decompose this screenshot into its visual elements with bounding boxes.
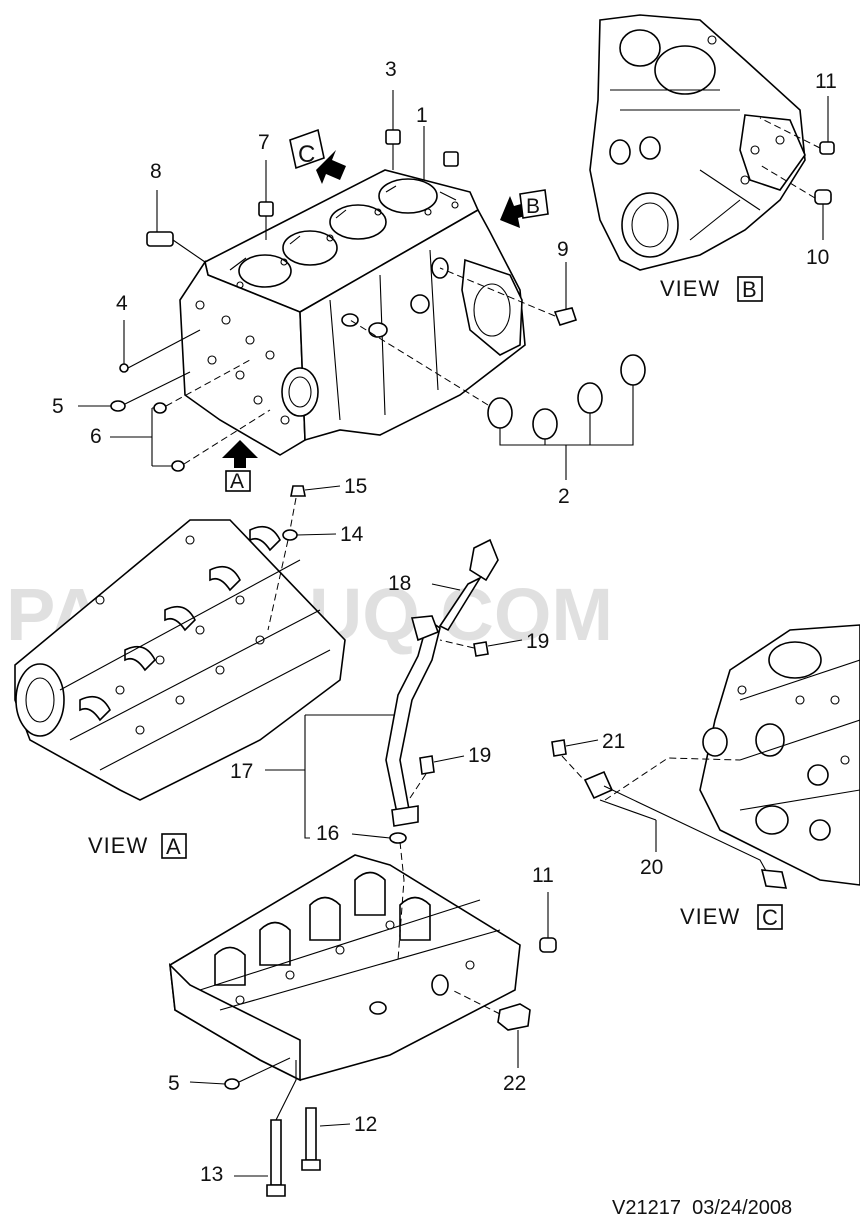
reference-code: V21217 03/24/2008 xyxy=(612,1197,792,1219)
plugs-6 xyxy=(110,359,271,472)
callout-17: 17 xyxy=(230,760,253,783)
view-a-title: VIEW xyxy=(88,833,148,858)
view-b-letter: B xyxy=(742,277,758,302)
plug-5-top xyxy=(78,371,191,412)
callout-14: 14 xyxy=(340,523,364,546)
callout-20: 20 xyxy=(640,856,663,879)
callout-8: 8 xyxy=(150,160,162,183)
callout-22: 22 xyxy=(503,1072,526,1095)
callout-11-bottom: 11 xyxy=(532,864,554,887)
view-a-letter: A xyxy=(166,834,182,859)
callout-3: 3 xyxy=(385,58,397,81)
callout-4: 4 xyxy=(116,292,128,315)
callout-7: 7 xyxy=(258,131,270,154)
dipstick-assembly xyxy=(265,538,523,844)
view-c-title: VIEW xyxy=(680,904,740,929)
view-a-detail xyxy=(14,485,346,801)
view-b-letter-box xyxy=(737,276,763,302)
callout-5-top: 5 xyxy=(52,395,64,418)
callout-10: 10 xyxy=(806,246,829,269)
callout-11-top: 11 xyxy=(815,70,837,93)
plug-8 xyxy=(146,190,206,263)
callout-15: 15 xyxy=(344,475,367,498)
dowel-pin-3 xyxy=(385,90,401,170)
view-c-letter: C xyxy=(762,905,779,930)
view-c-letter-box xyxy=(757,904,783,930)
view-direction-arrow-icon xyxy=(222,128,549,492)
dowel-pin-7 xyxy=(258,160,274,240)
callout-18: 18 xyxy=(388,572,411,595)
arrow-c-label: C xyxy=(298,141,315,168)
view-c-detail xyxy=(551,624,860,889)
arrow-a-label: A xyxy=(230,470,244,493)
view-b-title: VIEW xyxy=(660,276,720,301)
callout-16: 16 xyxy=(316,822,339,845)
crankcase-bedplate xyxy=(168,841,557,1197)
callout-2: 2 xyxy=(558,485,570,508)
expansion-plugs-2 xyxy=(349,319,646,480)
callout-1: 1 xyxy=(416,104,428,127)
callout-12: 12 xyxy=(354,1113,377,1136)
arrow-b-label: B xyxy=(526,195,540,218)
view-b-detail xyxy=(589,14,835,271)
callout-5-bottom: 5 xyxy=(168,1072,180,1095)
view-a-letter-box xyxy=(161,833,187,859)
callout-9: 9 xyxy=(557,238,569,261)
dowel-pin-upper xyxy=(443,151,459,167)
callout-21: 21 xyxy=(602,730,625,753)
callout-19-bottom: 19 xyxy=(468,744,491,767)
callout-6: 6 xyxy=(90,425,102,448)
plug-9 xyxy=(439,262,578,326)
cylinder-block xyxy=(179,169,526,456)
pin-4 xyxy=(119,320,201,373)
callout-13: 13 xyxy=(200,1163,223,1186)
callout-19-top: 19 xyxy=(526,630,549,653)
